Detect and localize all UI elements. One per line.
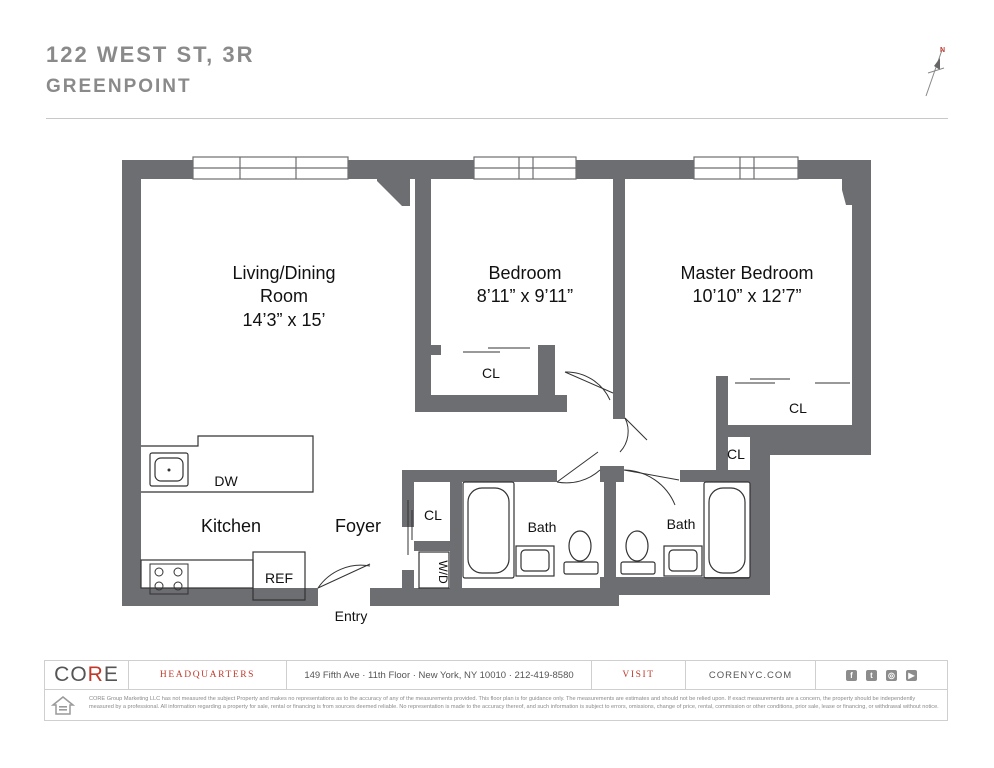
compass-icon: N <box>925 47 945 97</box>
closet-label-master: CL <box>789 400 807 416</box>
headquarters-address: 149 Fifth Ave · 11th Floor · New York, N… <box>287 661 592 689</box>
compass-north-label: N <box>940 47 945 54</box>
room-label-foyer: Foyer <box>335 516 381 536</box>
room-label-living: Living/Dining <box>232 263 335 283</box>
entry-label: Entry <box>335 608 368 624</box>
closet-label-foyer: CL <box>424 507 442 523</box>
website-link[interactable]: CORENYC.COM <box>686 661 816 689</box>
refrigerator-label: REF <box>265 570 293 586</box>
room-label-bath-2: Bath <box>667 516 696 532</box>
door-swings <box>317 371 680 589</box>
header-divider <box>46 118 948 119</box>
logo-text-r: R <box>87 663 104 686</box>
social-links: f t ◎ ▶ <box>816 661 947 689</box>
room-dims-living: 14’3” x 15’ <box>242 310 325 330</box>
equal-housing-icon <box>51 696 75 715</box>
floor-plan: N <box>122 47 945 624</box>
room-label-bedroom: Bedroom <box>488 263 561 283</box>
listing-address: 122 WEST ST, 3R <box>46 42 255 67</box>
listing-neighborhood: GREENPOINT <box>46 76 192 97</box>
stove-icon <box>149 563 189 595</box>
logo-text-prefix: CO <box>54 663 88 686</box>
toilet-icon <box>563 530 656 575</box>
walls <box>122 160 871 606</box>
room-dims-master: 10’10” x 12’7” <box>692 286 801 306</box>
room-label-kitchen: Kitchen <box>201 516 261 536</box>
washer-dryer-unit <box>418 551 450 589</box>
dishwasher-label: DW <box>214 473 238 489</box>
visit-label: VISIT <box>592 661 686 689</box>
instagram-icon[interactable]: ◎ <box>886 669 897 681</box>
room-dims-bedroom: 8’11” x 9’11” <box>477 286 573 306</box>
legal-disclaimer: CORE Group Marketing LLC has not measure… <box>89 696 939 710</box>
bath-sink-icon <box>515 545 703 577</box>
closet-label-hall: CL <box>727 446 745 462</box>
washer-dryer-label: W/D <box>436 560 450 584</box>
sink-icon <box>167 468 171 472</box>
closet-sliding-doors <box>407 347 850 555</box>
kitchen-counter <box>140 435 314 601</box>
facebook-icon[interactable]: f <box>846 669 857 681</box>
room-label-master: Master Bedroom <box>680 263 813 283</box>
room-label-bath-1: Bath <box>528 519 557 535</box>
headquarters-label: HEADQUARTERS <box>129 661 287 689</box>
closet-label-bedroom: CL <box>482 365 500 381</box>
youtube-icon[interactable]: ▶ <box>906 669 917 681</box>
twitter-icon[interactable]: t <box>866 669 877 681</box>
bathtub-icon <box>462 481 751 579</box>
room-label-living-2: Room <box>260 286 308 306</box>
logo-text-suffix: E <box>103 663 119 686</box>
